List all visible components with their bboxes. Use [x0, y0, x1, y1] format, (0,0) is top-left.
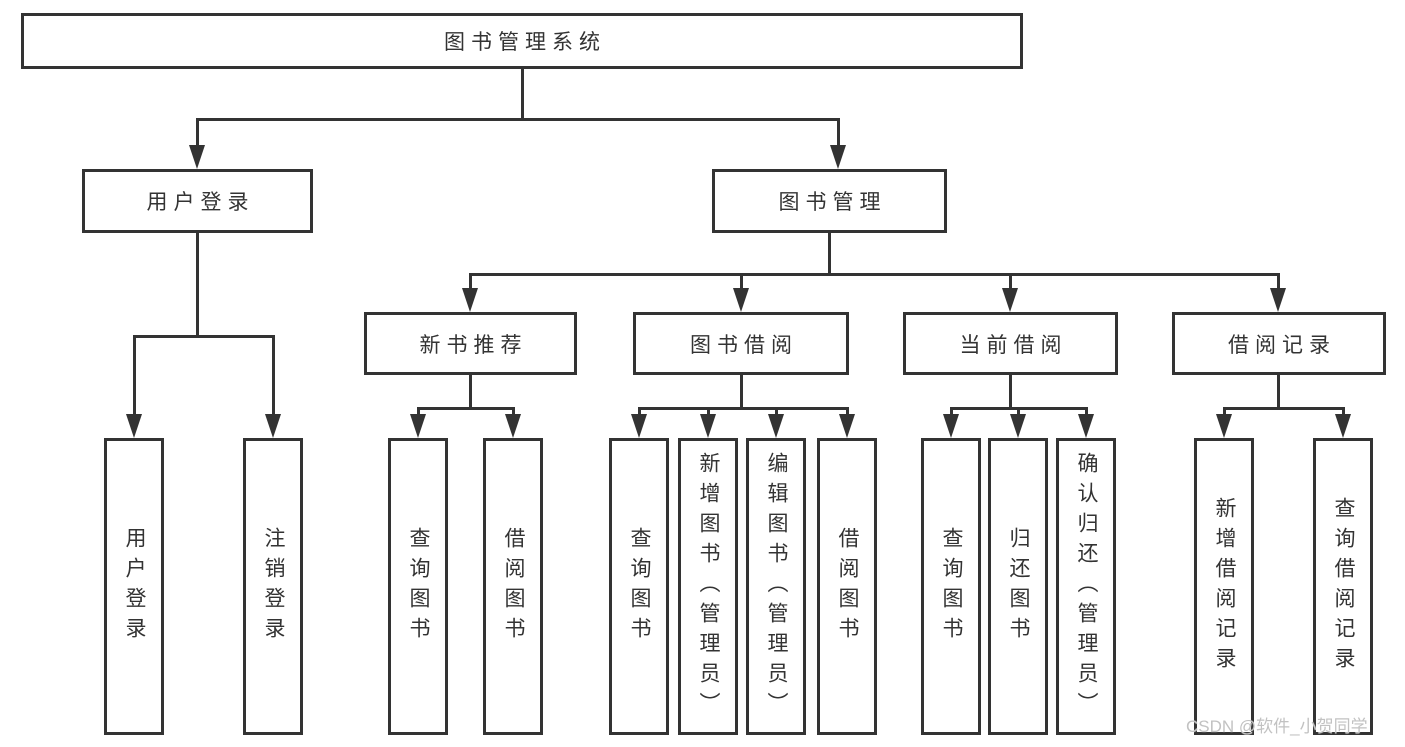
connector: [1085, 407, 1088, 415]
arrow-down-icon: [265, 414, 281, 438]
connector: [469, 273, 1280, 276]
leaf-bb-add-books-admin: 新增图书（管理员）: [678, 438, 738, 735]
connector: [1342, 407, 1345, 415]
leaf-cb-confirm-return-admin: 确认归还（管理员）: [1056, 438, 1116, 735]
leaf-br-add-record: 新增借阅记录: [1194, 438, 1254, 735]
leaf-rec-query-books: 查询图书: [388, 438, 448, 735]
arrow-down-icon: [700, 414, 716, 438]
connector: [828, 233, 831, 273]
connector: [1223, 407, 1344, 410]
connector: [417, 407, 514, 410]
arrow-down-icon: [1078, 414, 1094, 438]
connector: [133, 335, 275, 338]
connector: [1009, 375, 1012, 407]
node-book-borrowing: 图书借阅: [633, 312, 849, 375]
leaf-bb-borrow-books: 借阅图书: [817, 438, 877, 735]
connector: [133, 335, 136, 414]
node-label: 借阅记录: [1228, 333, 1336, 357]
connector: [196, 118, 840, 121]
node-label: 图书管理系统: [444, 31, 606, 54]
node-label: 新书推荐: [419, 333, 528, 357]
connector: [837, 118, 840, 146]
leaf-bb-query-books: 查询图书: [609, 438, 669, 735]
arrow-down-icon: [189, 145, 205, 169]
csdn-watermark: CSDN @软件_小贺同学: [1186, 717, 1368, 736]
leaf-cb-query-books: 查询图书: [921, 438, 981, 735]
arrow-down-icon: [830, 145, 846, 169]
connector: [1009, 273, 1012, 288]
node-user-login: 用户登录: [82, 169, 313, 233]
connector: [846, 407, 849, 415]
leaf-rec-borrow-books: 借阅图书: [483, 438, 543, 735]
arrow-down-icon: [126, 414, 142, 438]
arrow-down-icon: [1010, 414, 1026, 438]
connector: [417, 407, 420, 415]
node-label: 图书借阅: [690, 333, 798, 357]
arrow-down-icon: [1216, 414, 1232, 438]
arrow-down-icon: [839, 414, 855, 438]
leaf-br-query-record: 查询借阅记录: [1313, 438, 1373, 735]
arrow-down-icon: [1335, 414, 1351, 438]
connector: [638, 407, 848, 410]
node-label: 图书管理: [778, 191, 887, 214]
arrow-down-icon: [733, 288, 749, 312]
node-new-book-recommendation: 新书推荐: [364, 312, 577, 375]
node-borrowing-records: 借阅记录: [1172, 312, 1386, 375]
connector: [1223, 407, 1226, 415]
node-label: 用户登录: [146, 191, 255, 214]
arrow-down-icon: [631, 414, 647, 438]
connector: [707, 407, 710, 415]
leaf-cb-return-books: 归还图书: [988, 438, 1048, 735]
leaf-logout: 注销登录: [243, 438, 303, 735]
connector: [196, 118, 199, 146]
arrow-down-icon: [1270, 288, 1286, 312]
connector: [521, 69, 524, 118]
connector: [638, 407, 641, 415]
connector: [1277, 273, 1280, 288]
connector: [775, 407, 778, 415]
arrow-down-icon: [462, 288, 478, 312]
arrow-down-icon: [943, 414, 959, 438]
connector: [512, 407, 515, 415]
connector: [272, 335, 275, 414]
arrow-down-icon: [768, 414, 784, 438]
connector: [469, 273, 472, 288]
arrow-down-icon: [1002, 288, 1018, 312]
leaf-user-login: 用户登录: [104, 438, 164, 735]
connector: [469, 375, 472, 407]
connector: [740, 375, 743, 407]
arrow-down-icon: [410, 414, 426, 438]
node-book-management: 图书管理: [712, 169, 947, 233]
node-current-borrowing: 当前借阅: [903, 312, 1118, 375]
connector: [950, 407, 953, 415]
leaf-bb-edit-books-admin: 编辑图书（管理员）: [746, 438, 806, 735]
arrow-down-icon: [505, 414, 521, 438]
connector: [1017, 407, 1020, 415]
connector: [1277, 375, 1280, 407]
connector: [740, 273, 743, 288]
node-library-management-system: 图书管理系统: [21, 13, 1023, 69]
node-label: 当前借阅: [959, 333, 1068, 357]
connector: [196, 233, 199, 335]
